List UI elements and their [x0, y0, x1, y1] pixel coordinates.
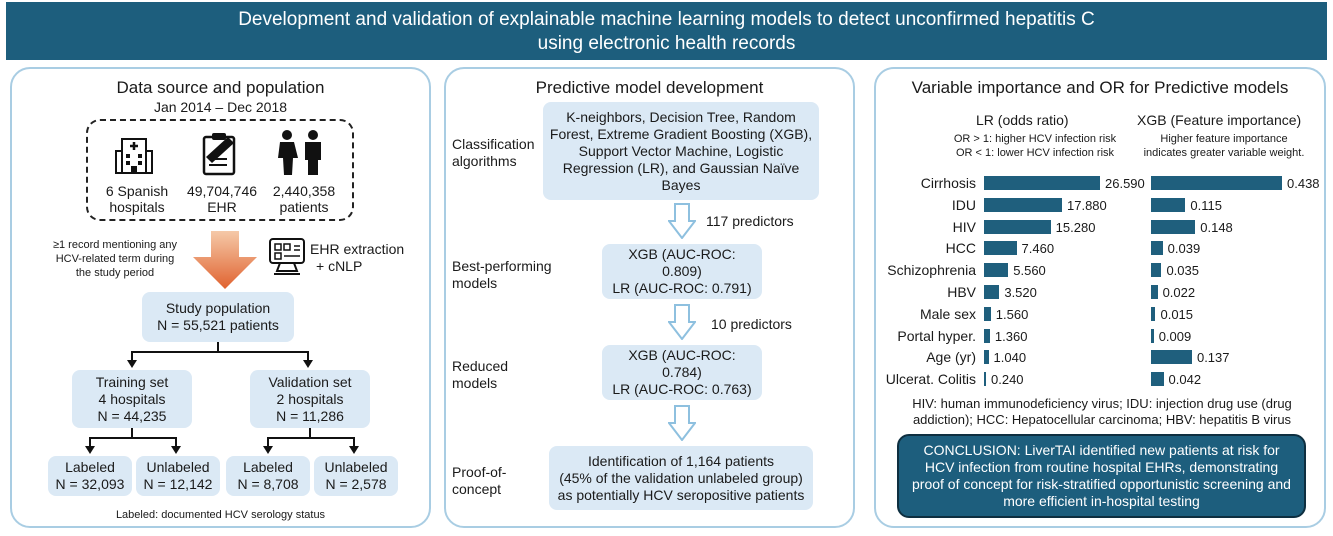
footnote: Labeled: documented HCV serology status [115, 509, 326, 521]
lr-value-label: 26.590 [1105, 176, 1145, 191]
variable-label: IDU [951, 196, 976, 213]
predictors-117: 117 predictors [706, 213, 794, 229]
title-line-2: using electronic health records [537, 33, 796, 54]
xgb-value-label: 0.438 [1287, 176, 1320, 191]
xgb-bar [1151, 219, 1196, 234]
sources-box [86, 119, 354, 221]
variable-label: HCC [945, 240, 976, 257]
panel-title: Data source and population [116, 78, 325, 97]
lr-value-label: 1.040 [993, 350, 1027, 366]
xgb-bar [1151, 197, 1186, 212]
variable-label: Schizophrenia [887, 262, 976, 279]
lr-value-label: 1.560 [995, 306, 1029, 322]
xgb-value-label: 0.022 [1162, 285, 1196, 300]
lr-header: LR (odds ratio) [976, 112, 1069, 128]
xgb-header: XGB (Feature importance) [1137, 112, 1302, 128]
variable-label: Age (yr) [926, 349, 976, 366]
xgb-value-label: 0.115 [1190, 197, 1222, 213]
xgb-value-label: 0.009 [1158, 328, 1192, 344]
abbreviations: HIV: human immunodeficiency virus; IDU: … [912, 396, 1292, 427]
xgb-bar [1151, 176, 1282, 190]
xgb-value-label: 0.042 [1168, 372, 1202, 388]
lr-value-label: 3.520 [1004, 285, 1037, 300]
xgb-value-label: 0.148 [1200, 219, 1233, 235]
lr-value-label: 0.240 [991, 372, 1024, 388]
down-arrow-2 [668, 304, 696, 340]
predictors-10: 10 predictors [711, 316, 792, 332]
xgb-bar [1151, 263, 1162, 278]
lr-bar [984, 219, 1051, 234]
best-models-box: XGB (AUC-ROC:0.809)LR (AUC-ROC: 0.791) [602, 244, 762, 299]
variable-label: Portal hyper. [897, 327, 976, 344]
lr-value-label: 15.280 [1055, 219, 1096, 235]
lr-bar [984, 328, 990, 343]
lr-value-label: 7.460 [1021, 241, 1055, 257]
variable-label: Male sex [919, 305, 976, 322]
down-arrow-3 [668, 405, 696, 441]
hospital-icon [115, 138, 153, 174]
lr-value-label: 1.360 [994, 328, 1028, 344]
panel-title: Variable importance and OR for Predictiv… [911, 78, 1289, 97]
row-label-proof: Proof-of-concept [452, 464, 507, 497]
computer-icon [269, 238, 305, 275]
variable-label: HBV [947, 284, 976, 300]
variable-label: Cirrhosis [920, 175, 976, 191]
clipboard-icon [202, 133, 236, 176]
flow-arrow [193, 231, 257, 289]
down-arrow-1 [668, 203, 696, 239]
lr-bar [984, 197, 1062, 212]
xgb-bar [1151, 306, 1156, 321]
variable-label: HIV [952, 218, 976, 235]
ehr-extraction-label: EHR extraction+ cNLP [310, 241, 405, 274]
lr-bar [984, 372, 986, 387]
xgb-bar [1151, 285, 1158, 299]
xgb-bar [1151, 372, 1164, 387]
reduced-models-box: XGB (AUC-ROC:0.784)LR (AUC-ROC: 0.763) [602, 345, 762, 400]
proof-of-concept-box: Identification of 1,164 patients(45% of … [549, 446, 813, 510]
title-line-1: Development and validation of explainabl… [238, 9, 1095, 30]
lr-value-label: 5.560 [1013, 263, 1046, 279]
panel-title: Predictive model development [535, 78, 764, 97]
xgb-value-label: 0.015 [1160, 306, 1194, 322]
lr-bar [984, 350, 989, 365]
header-banner: Development and validation of explainabl… [6, 2, 1327, 60]
conclusion-box: CONCLUSION: LiverTAI identified new pati… [897, 434, 1306, 518]
lr-bar [984, 263, 1009, 278]
patients-icon [278, 130, 321, 175]
xgb-bar [1151, 241, 1163, 256]
variable-label: Ulcerat. Colitis [885, 371, 976, 388]
xgb-value-label: 0.137 [1196, 350, 1230, 366]
lr-bar [984, 241, 1017, 256]
xgb-bar [1151, 328, 1154, 343]
xgb-value-label: 0.035 [1166, 263, 1199, 279]
lr-bar [984, 306, 991, 321]
lr-bar [984, 285, 1000, 299]
xgb-value-label: 0.039 [1167, 241, 1201, 257]
xgb-bar [1151, 350, 1192, 365]
date-range: Jan 2014 – Dec 2018 [153, 99, 288, 115]
lr-value-label: 17.880 [1067, 197, 1107, 213]
lr-bar [984, 176, 1100, 190]
